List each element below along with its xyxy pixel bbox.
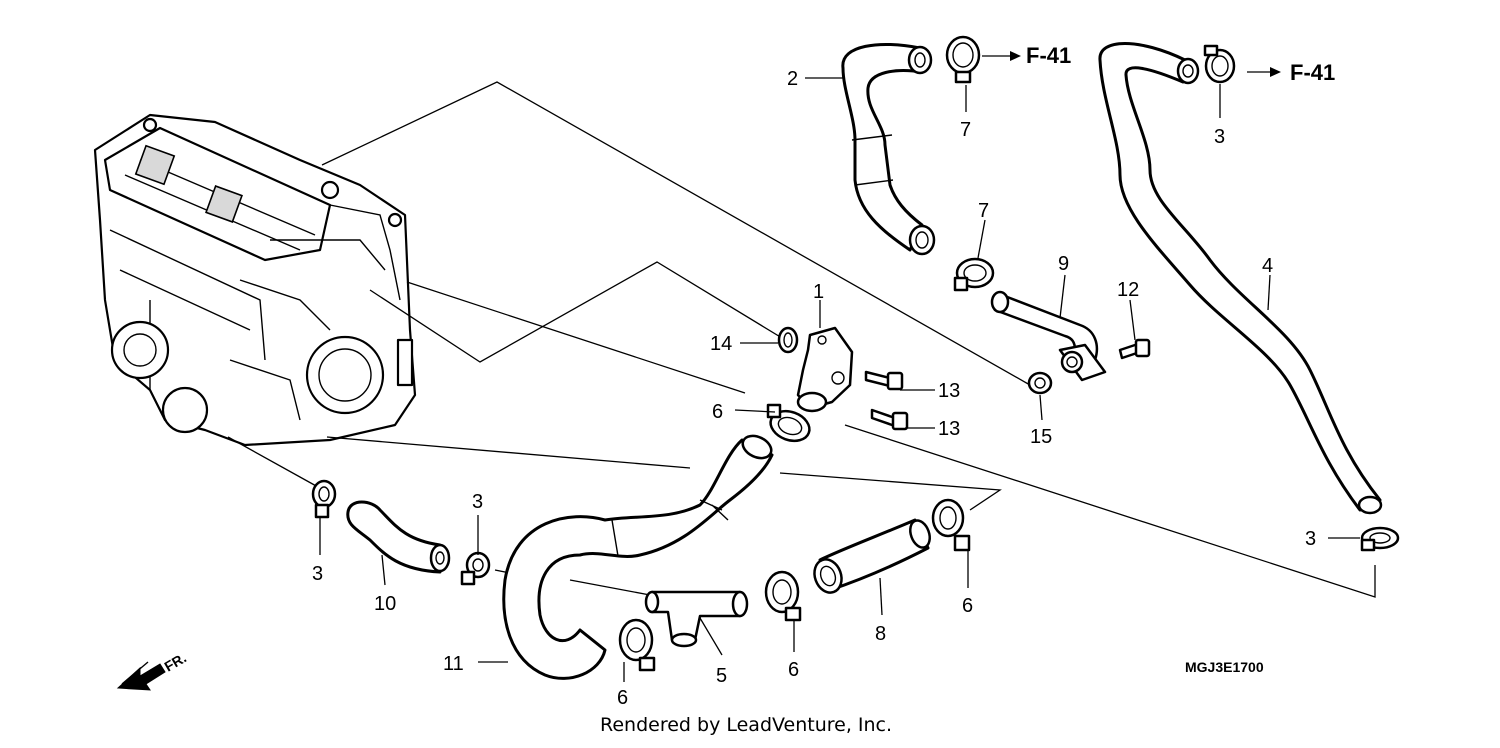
bolt-13-lower xyxy=(870,408,909,431)
label-part-6-thermostat: 6 xyxy=(712,401,723,423)
o-ring-14 xyxy=(777,326,799,354)
pipe-5 xyxy=(644,590,749,648)
reference-f41-right: F-41 xyxy=(1290,60,1335,85)
engine-block xyxy=(93,113,417,447)
label-part-6-hose8-right: 6 xyxy=(962,595,973,617)
clamp-7-lower xyxy=(953,257,995,292)
hose-2 xyxy=(841,42,936,256)
label-part-3-left: 3 xyxy=(312,563,323,585)
guide-lines xyxy=(227,81,1376,598)
label-part-3-middle: 3 xyxy=(472,491,483,513)
label-part-6-hose8-left: 6 xyxy=(788,659,799,681)
seal-15 xyxy=(1027,371,1053,395)
label-part-7-lower: 7 xyxy=(978,200,989,222)
label-part-6-pipe: 6 xyxy=(617,687,628,709)
clamp-3-bottom-right xyxy=(1360,526,1400,552)
bolt-13-upper xyxy=(864,370,904,391)
label-part-1: 1 xyxy=(813,281,824,303)
label-part-8: 8 xyxy=(875,623,886,645)
clamp-6-thermostat xyxy=(766,403,811,443)
front-direction-arrow-icon xyxy=(116,661,166,691)
front-direction-label: FR. xyxy=(162,649,190,674)
hose-11 xyxy=(502,434,774,680)
label-part-13-lower: 13 xyxy=(938,418,960,440)
label-part-15: 15 xyxy=(1030,426,1052,448)
render-credit: Rendered by LeadVenture, Inc. xyxy=(600,714,892,736)
hose-10 xyxy=(346,500,451,574)
label-part-3-bottom-right: 3 xyxy=(1305,528,1316,550)
clamp-3-middle xyxy=(460,551,491,586)
pipe-9 xyxy=(990,290,1107,382)
label-part-13-upper: 13 xyxy=(938,380,960,402)
leader-lines xyxy=(319,77,1360,682)
clamp-6-hose8-left xyxy=(764,570,802,622)
clamp-7-upper xyxy=(945,35,981,84)
label-part-3-top-right: 3 xyxy=(1214,126,1225,148)
label-part-11: 11 xyxy=(443,653,464,675)
reference-arrow-right xyxy=(1247,67,1281,77)
hose-8 xyxy=(813,518,931,594)
hose-4 xyxy=(1098,42,1383,515)
label-part-10: 10 xyxy=(374,593,396,615)
clamp-6-pipe xyxy=(618,618,656,672)
diagram-code: MGJ3E1700 xyxy=(1185,659,1264,675)
clamp-3-left xyxy=(311,479,337,519)
thermostat-housing-1 xyxy=(796,326,854,413)
label-part-5: 5 xyxy=(716,665,727,687)
label-part-7-upper: 7 xyxy=(960,119,971,141)
label-part-14: 14 xyxy=(710,333,732,355)
label-part-2: 2 xyxy=(787,68,798,90)
reference-f41-left: F-41 xyxy=(1026,43,1071,68)
label-part-9: 9 xyxy=(1058,253,1069,275)
bolt-12 xyxy=(1118,338,1151,360)
label-part-12: 12 xyxy=(1117,279,1139,301)
label-part-4: 4 xyxy=(1262,255,1273,277)
reference-arrow-left xyxy=(982,51,1021,61)
clamp-3-top-right xyxy=(1203,44,1236,84)
clamp-6-hose8-right xyxy=(931,498,971,552)
